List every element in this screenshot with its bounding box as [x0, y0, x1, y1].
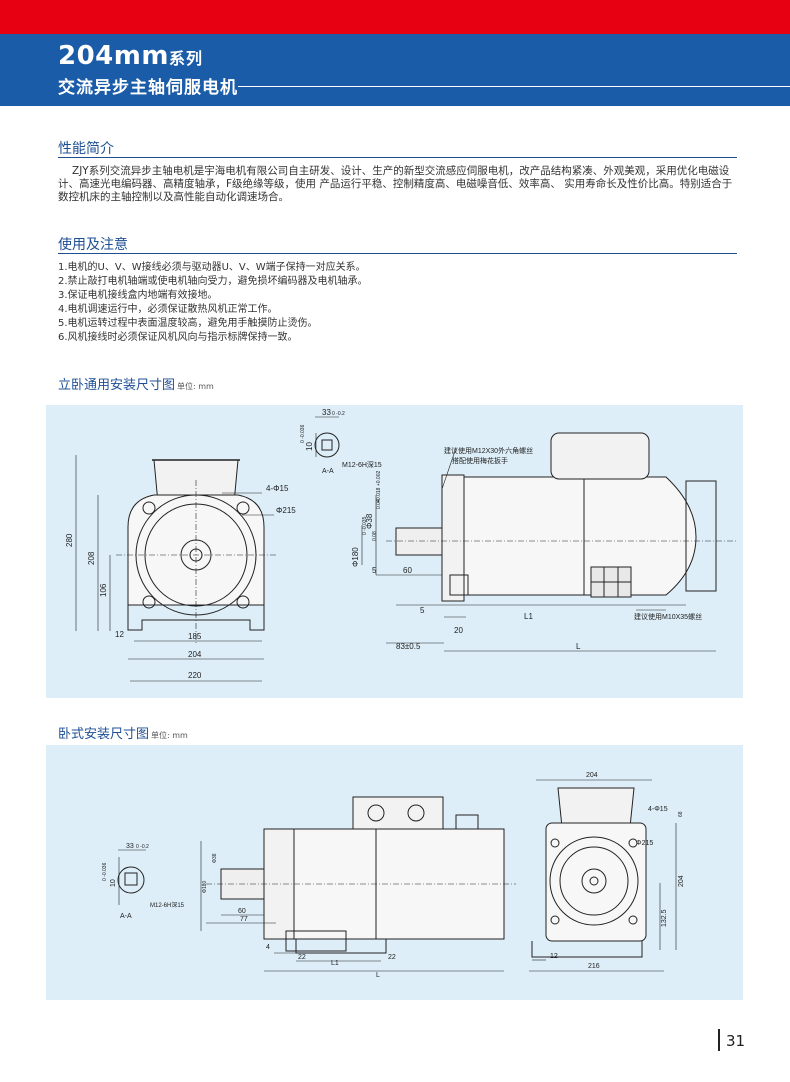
- dim-185: 185: [188, 632, 202, 641]
- end-dim-216: 216: [588, 963, 600, 970]
- dim-280: 280: [65, 533, 74, 547]
- dim-20: 20: [454, 626, 463, 635]
- dim2-22b: 22: [388, 954, 396, 961]
- shaft-dia: Φ38: [365, 513, 374, 529]
- dim-12: 12: [115, 630, 124, 639]
- section2-width: 33: [126, 843, 134, 850]
- usage-item: 5.电机运转过程中表面温度较高，避免用手触摸防止烫伤。: [58, 318, 318, 329]
- product-title: 交流异步主轴伺服电机: [58, 78, 238, 98]
- section2-label: A-A: [120, 913, 132, 920]
- section-thread: M12-6H深15: [342, 460, 382, 469]
- page-number-bar: [718, 1029, 720, 1051]
- header-red-bar: [0, 0, 790, 34]
- note-m10: 建议使用M10X35螺丝: [634, 612, 702, 621]
- usage-heading: 使用及注意: [58, 237, 128, 253]
- section-height-tol: 0 -0.036: [300, 424, 306, 443]
- dim2-l: L: [376, 972, 380, 979]
- end-phi215: Φ215: [636, 840, 653, 847]
- dim-phi215: Φ215: [276, 506, 296, 515]
- usage-item: 3.保证电机接线盒内地端有效接地。: [58, 290, 218, 301]
- dim2-l1: L1: [331, 960, 339, 967]
- header-blue-band: [0, 34, 790, 106]
- usage-list: 1.电机的U、V、W接线必须与驱动器U、V、W端子保持一对应关系。 2.禁止敲打…: [58, 261, 738, 345]
- spigot-dia: Φ180: [351, 547, 360, 567]
- dim-60: 60: [403, 566, 412, 575]
- dim2-60: 60: [238, 908, 246, 915]
- end-dim-204: 204: [586, 772, 598, 779]
- section2-width-tol: 0 -0.2: [136, 844, 149, 850]
- intro-text: ZJY系列交流异步主轴电机是宇海电机有限公司自主研发、设计、生产的新型交流感应伺…: [58, 165, 733, 203]
- dim-106: 106: [99, 583, 108, 597]
- series-title: 204mm系列: [58, 41, 203, 71]
- intro-divider: [58, 157, 737, 158]
- tol-a: 0.04: [376, 499, 382, 509]
- dim-5: 5: [372, 566, 377, 575]
- section-width-tol: 0 -0.2: [332, 411, 345, 417]
- spigot-tol: 0 -0.035: [362, 516, 368, 535]
- section-width: 33: [322, 408, 331, 417]
- intro-heading: 性能简介: [58, 141, 114, 157]
- section-height: 10: [305, 442, 314, 451]
- usage-item: 4.电机调速运行中，必须保证散热风机正常工作。: [58, 304, 278, 315]
- dim2-22a: 22: [298, 954, 306, 961]
- end-dim-204v: 204: [678, 875, 685, 887]
- section2-thread: M12-6H深15: [150, 901, 185, 909]
- page-number: 31: [726, 1032, 746, 1050]
- end-dim-1325: 132.5: [661, 909, 668, 927]
- usage-item: 6.风机接线时必须保证风机风向与指示标牌保持一致。: [58, 332, 298, 343]
- fig2-drawing: 33 0 -0.2 10 0 -0.036 M12-6H深15 A-A Φ38 …: [102, 772, 685, 979]
- fig2-panel: 33 0 -0.2 10 0 -0.036 M12-6H深15 A-A Φ38 …: [46, 745, 743, 1000]
- shaft-tol: +0.018 +0.002: [376, 471, 382, 503]
- dim-5b: 5: [420, 606, 425, 615]
- dim-220: 220: [188, 671, 202, 680]
- section2-height: 10: [110, 879, 117, 887]
- dim2-4: 4: [266, 944, 270, 951]
- end-4-phi15: 4-Φ15: [648, 806, 668, 813]
- dim-83: 83±0.5: [396, 642, 421, 651]
- usage-item: 2.禁止敲打电机轴端或使电机轴向受力，避免损坏编码器及电机轴承。: [58, 276, 368, 287]
- tol-b: 0.08: [372, 531, 378, 541]
- dim-l1: L1: [524, 612, 533, 621]
- header-divider: [238, 86, 790, 87]
- fig1-panel: 280 208 106 12 185 204 220 4-Φ15 Φ215 33…: [46, 405, 743, 698]
- note-bolt-1: 建议使用M12X30外六角螺丝: [444, 446, 533, 455]
- dim-208: 208: [87, 551, 96, 565]
- end-dim-12: 12: [550, 953, 558, 960]
- section2-height-tol: 0 -0.036: [102, 862, 108, 881]
- usage-item: 1.电机的U、V、W接线必须与驱动器U、V、W端子保持一对应关系。: [58, 262, 366, 273]
- usage-divider: [58, 253, 737, 254]
- section-label: A-A: [322, 468, 334, 475]
- end-dim-68: 68: [678, 811, 684, 817]
- shaft2-dia: Φ38: [212, 853, 218, 863]
- fig1-title: 立卧通用安装尺寸图单位: mm: [58, 378, 214, 393]
- fig2-title: 卧式安装尺寸图单位: mm: [58, 727, 188, 742]
- fig1-drawing: 280 208 106 12 185 204 220 4-Φ15 Φ215 33…: [65, 408, 736, 682]
- dim-l: L: [576, 642, 581, 651]
- dim-4-phi15: 4-Φ15: [266, 484, 289, 493]
- note-bolt-2: 搭配使用梅花扳手: [452, 456, 508, 465]
- spigot2-dia: Φ180: [202, 880, 208, 893]
- dim2-77: 77: [240, 916, 248, 923]
- dim-204: 204: [188, 650, 202, 659]
